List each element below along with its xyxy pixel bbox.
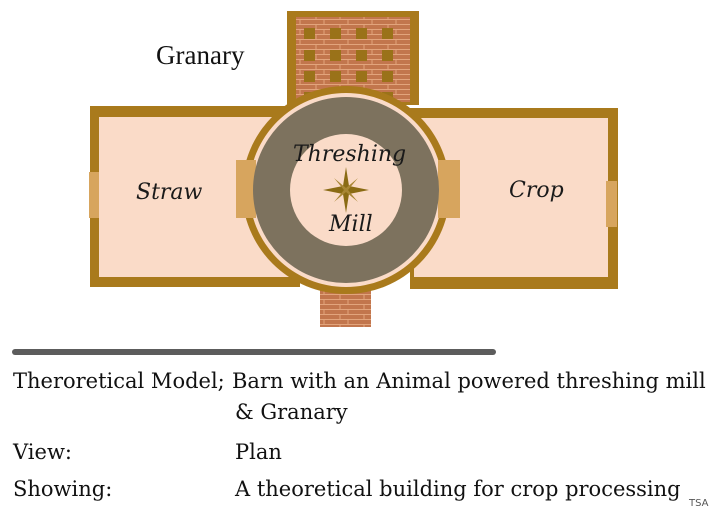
mill-label: Mill — [329, 212, 373, 237]
crop-label: Crop — [509, 178, 564, 203]
threshing-mill — [236, 86, 460, 294]
view-value: Plan — [235, 440, 282, 464]
model-value-continued: & Granary — [235, 400, 348, 424]
divider-line — [12, 349, 496, 355]
barn-plan-diagram — [89, 11, 618, 327]
credit-text: TSA — [689, 498, 709, 509]
view-label: View: — [13, 440, 72, 464]
straw-door — [89, 172, 99, 218]
mill-door-left — [236, 160, 256, 218]
model-label: Theroretical Model; — [13, 369, 225, 393]
mill-door-right — [438, 160, 460, 218]
model-value: Barn with an Animal powered threshing mi… — [232, 369, 706, 393]
threshing-label: Threshing — [293, 142, 407, 167]
straw-label: Straw — [136, 180, 203, 205]
showing-value: A theoretical building for crop processi… — [235, 477, 681, 501]
granary-label: Granary — [156, 40, 245, 70]
mill-star-diagonal-icon — [334, 178, 358, 202]
crop-door — [606, 181, 617, 227]
showing-label: Showing: — [13, 477, 113, 501]
